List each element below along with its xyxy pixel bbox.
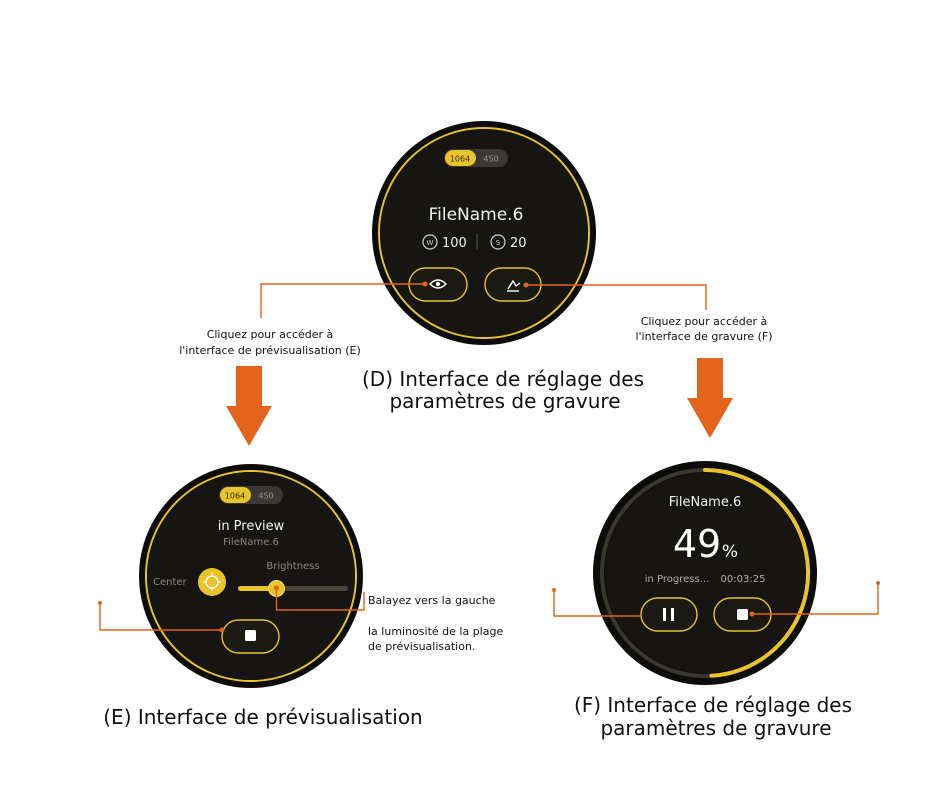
note-preview-line1: Cliquez pour accéder à	[207, 328, 334, 341]
slider-fill	[238, 586, 277, 591]
panel-e-dial: 1064 450 in Preview FileName.6 Center Br…	[139, 464, 363, 688]
note-preview-line2: l'interface de prévisualisation (E)	[179, 344, 361, 357]
preview-status: in Preview	[218, 519, 285, 534]
caption-f-line1: (F) Interface de réglage des	[574, 693, 852, 717]
callout-stop-engrave	[749, 581, 880, 617]
tab-1064[interactable]	[445, 150, 476, 166]
engrave-icon	[507, 279, 521, 292]
note-engrave-line1: Cliquez pour accéder à	[641, 315, 768, 328]
preview-filename: FileName.6	[223, 537, 279, 548]
power-value: 100	[442, 236, 467, 251]
progress-ring	[703, 468, 811, 678]
power-readout: W 100	[422, 234, 467, 251]
caption-d-line2: paramètres de gravure	[389, 389, 620, 413]
center-button[interactable]	[198, 568, 226, 596]
caption-f-line2: paramètres de gravure	[600, 716, 831, 740]
brightness-label: Brightness	[266, 561, 319, 572]
progress-percent: 49	[673, 522, 721, 566]
engrave-status: in Progress...	[645, 574, 710, 585]
power-icon-glyph: W	[427, 239, 434, 247]
wavelength-switch-e[interactable]: 1064 450	[219, 486, 283, 504]
brightness-slider[interactable]	[238, 580, 348, 597]
tab-450-label[interactable]: 450	[483, 155, 498, 164]
stop-icon-f	[737, 609, 748, 620]
note-brightness-line2: la luminosité de la plage	[368, 625, 503, 638]
callout-brightness	[274, 585, 365, 611]
elapsed-time: 00:03:25	[721, 574, 766, 585]
arrow-to-preview	[226, 366, 272, 446]
tab-1064-e[interactable]	[220, 487, 251, 503]
arrow-to-engrave	[687, 358, 733, 438]
speed-value: 20	[510, 236, 527, 251]
speed-readout: S 20	[490, 234, 527, 251]
callout-engrave	[523, 282, 707, 310]
pause-button[interactable]	[640, 597, 698, 632]
caption-e: (E) Interface de prévisualisation	[103, 705, 422, 729]
tab-1064-e-label: 1064	[225, 492, 245, 501]
callout-pause	[552, 588, 641, 617]
stop-icon	[245, 630, 256, 641]
engrave-filename: FileName.6	[669, 495, 742, 510]
filename-title: FileName.6	[429, 205, 524, 225]
speed-icon	[490, 234, 506, 250]
callout-stop-preview	[98, 601, 225, 633]
wavelength-switch[interactable]: 1064 450	[444, 149, 508, 167]
tab-1064-label: 1064	[450, 155, 470, 164]
pause-icon	[663, 608, 674, 621]
progress-percent-sign: %	[722, 542, 738, 562]
caption-d-line1: (D) Interface de réglage des	[362, 367, 644, 391]
eye-icon	[429, 279, 447, 289]
note-engrave-line2: l'interface de gravure (F)	[635, 330, 772, 343]
note-brightness-line3: de prévisualisation.	[368, 640, 475, 653]
panel-f-dial: FileName.6 49 % in Progress... 00:03:25	[593, 461, 817, 685]
engrave-button[interactable]	[484, 267, 542, 302]
crosshair-icon	[203, 573, 221, 591]
power-icon	[422, 234, 438, 250]
callout-preview	[260, 281, 428, 318]
note-brightness-line1: Balayez vers la gauche	[368, 594, 496, 607]
stop-preview-button[interactable]	[221, 619, 280, 654]
center-label: Center	[153, 577, 188, 588]
tab-450-e-label[interactable]: 450	[258, 492, 273, 501]
speed-icon-glyph: S	[496, 239, 501, 247]
panel-d-dial: 1064 450 FileName.6 W 100 S 20	[372, 121, 596, 345]
